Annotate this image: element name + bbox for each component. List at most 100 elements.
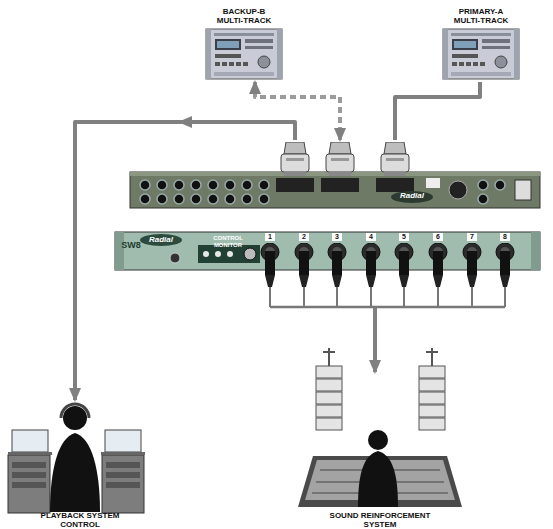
callout-number: 3 <box>332 233 342 241</box>
jack <box>140 194 150 204</box>
led <box>227 251 233 257</box>
device-label: BACKUP-B MULTI-TRACK <box>213 7 275 25</box>
jack <box>174 194 184 204</box>
sound-system: SOUND REINFORCEMENT SYSTEM <box>295 372 465 529</box>
callout-number: 1 <box>265 233 275 241</box>
laptop-base <box>101 452 145 455</box>
jack <box>208 194 218 204</box>
speaker-box <box>419 405 445 417</box>
jack <box>259 180 269 190</box>
jack <box>242 194 252 204</box>
led <box>203 251 209 257</box>
speaker-box <box>316 366 342 378</box>
jack <box>242 180 252 190</box>
callout-number: 7 <box>467 233 477 241</box>
connector-line <box>395 82 480 140</box>
xlr-plug <box>362 243 380 307</box>
speaker-box <box>316 405 342 417</box>
rack-unit <box>12 472 46 478</box>
xlr-plug <box>261 243 279 307</box>
jack <box>478 180 488 190</box>
xlr-plug <box>496 243 514 307</box>
multitrack-recorder: BACKUP-B MULTI-TRACK <box>205 6 283 82</box>
laptop-screen <box>12 430 48 452</box>
model-name: SW8 <box>118 240 144 250</box>
direction-arrow <box>178 116 192 128</box>
equipment-rack <box>102 455 144 513</box>
xlr-plug <box>295 243 313 307</box>
sound-scene <box>298 348 462 507</box>
rear-panel: Radial <box>130 140 540 208</box>
playback-scene <box>8 404 145 513</box>
xlr-plug <box>328 243 346 307</box>
xlr-plug <box>429 243 447 307</box>
laptop-screen <box>105 430 141 452</box>
callout-number: 2 <box>299 233 309 241</box>
speaker-box <box>316 392 342 404</box>
signal-connector <box>395 82 480 140</box>
person-head <box>63 406 87 430</box>
jack <box>208 180 218 190</box>
jack <box>191 194 201 204</box>
primary-deck <box>443 29 519 79</box>
speaker-box <box>419 418 445 430</box>
jack <box>174 180 184 190</box>
db25-plug <box>381 142 409 176</box>
person-head <box>368 430 388 450</box>
jack <box>225 180 235 190</box>
jack <box>157 194 167 204</box>
db25-plug <box>281 142 309 176</box>
signal-connector <box>375 308 376 372</box>
jack <box>259 194 269 204</box>
db25-plug <box>326 142 354 176</box>
speaker-box <box>316 379 342 391</box>
knob <box>170 253 180 263</box>
jack <box>157 180 167 190</box>
speaker-box <box>419 379 445 391</box>
xlr-socket <box>449 181 467 199</box>
connector-line <box>255 82 340 140</box>
jack-row <box>140 180 269 204</box>
callout-number: 5 <box>399 233 409 241</box>
rack-unit <box>12 482 46 488</box>
person-body <box>358 451 398 507</box>
jack <box>191 180 201 190</box>
rack-unit <box>106 482 140 488</box>
brand-logo: Radial <box>141 235 181 245</box>
brand-logo: Radial <box>391 191 433 201</box>
device-label: PRIMARY-A MULTI-TRACK <box>450 7 512 25</box>
playback-station: PLAYBACK SYSTEM CONTROL <box>0 400 160 529</box>
jack <box>478 194 488 204</box>
station-label: PLAYBACK SYSTEM CONTROL <box>30 511 130 529</box>
db25-socket <box>321 178 359 192</box>
backup-deck <box>206 29 282 79</box>
xlr-plug <box>463 243 481 307</box>
jack <box>225 194 235 204</box>
speaker-pole <box>323 351 335 353</box>
callout-number: 8 <box>500 233 510 241</box>
logo-badge <box>140 234 182 246</box>
rack-ear <box>531 232 540 270</box>
speaker-pole <box>431 348 433 366</box>
laptop-base <box>8 452 52 455</box>
knob <box>244 248 256 260</box>
logo-badge <box>391 191 433 203</box>
db25-socket <box>376 178 414 192</box>
equipment-rack <box>8 455 50 513</box>
rack-ear <box>115 232 124 270</box>
rack-unit <box>106 462 140 468</box>
power-switch <box>515 180 531 200</box>
led <box>215 251 221 257</box>
cable-bus <box>270 306 505 309</box>
rack-unit <box>106 472 140 478</box>
signal-connector <box>75 116 295 400</box>
speaker-pole <box>426 351 438 353</box>
speaker-box <box>419 392 445 404</box>
control-label: CONTROL MONITOR <box>199 235 257 249</box>
rear-panel <box>130 172 540 208</box>
